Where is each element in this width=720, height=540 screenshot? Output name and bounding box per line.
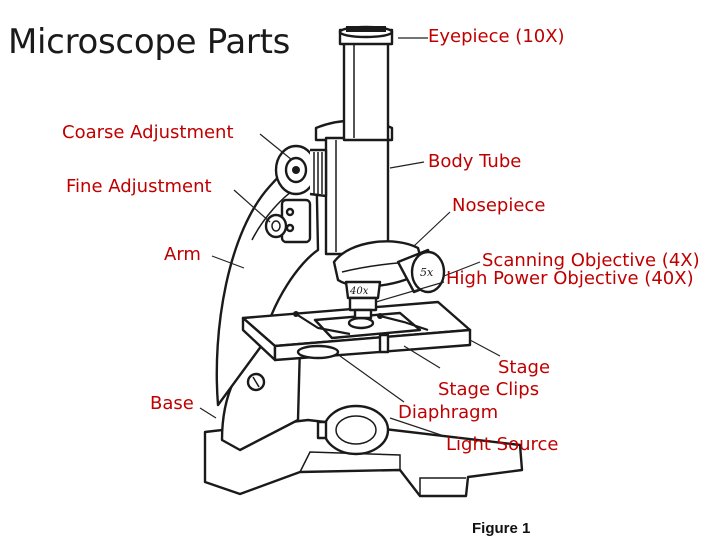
label-light-source: Light Source <box>446 434 559 455</box>
eyepiece-drawing <box>338 25 394 142</box>
leader-coarse-adjustment <box>259 133 293 161</box>
leader-arm <box>211 255 245 269</box>
label-stage-clips: Stage Clips <box>438 379 540 400</box>
leader-nosepiece <box>413 211 451 247</box>
label-stage: Stage <box>498 357 551 378</box>
leader-scanning-objective <box>443 261 481 277</box>
label-fine-adjustment: Fine Adjustment <box>66 176 212 197</box>
leader-base <box>199 407 217 419</box>
leader-fine-adjustment <box>233 189 271 223</box>
label-arm: Arm <box>164 244 201 265</box>
high-power-objective-drawing: 40x <box>344 280 382 320</box>
leader-light-source <box>389 417 445 437</box>
microscope-base <box>203 418 524 498</box>
label-scanning-objective: Scanning Objective (4X) <box>482 250 700 271</box>
leader-lines <box>199 37 501 437</box>
label-body-tube: Body Tube <box>428 151 522 172</box>
scanning-objective-marking: 5x <box>420 266 434 279</box>
page-title: Microscope Parts <box>8 22 291 62</box>
stage-clips <box>293 311 429 336</box>
leader-high-power-objective <box>375 281 445 303</box>
scanning-objective-drawing: 5x <box>396 248 446 294</box>
label-eyepiece: Eyepiece (10X) <box>428 26 565 47</box>
label-base: Base <box>150 393 194 414</box>
leader-stage-clips <box>403 345 441 369</box>
label-diaphragm: Diaphragm <box>398 402 499 423</box>
fine-adjustment-knob <box>264 198 312 244</box>
label-high-power-objective: High Power Objective (40X) <box>446 268 694 289</box>
label-coarse-adjustment: Coarse Adjustment <box>62 122 234 143</box>
figure-caption: Figure 1 <box>472 520 531 537</box>
label-nosepiece: Nosepiece <box>452 195 546 216</box>
light-source-drawing <box>316 404 390 456</box>
high-power-objective-marking: 40x <box>349 286 369 297</box>
coarse-adjustment-knob <box>274 144 328 198</box>
leader-stage <box>469 339 501 357</box>
diaphragm-drawing <box>296 344 340 360</box>
leader-diaphragm <box>339 355 405 403</box>
leader-body-tube <box>389 161 425 169</box>
